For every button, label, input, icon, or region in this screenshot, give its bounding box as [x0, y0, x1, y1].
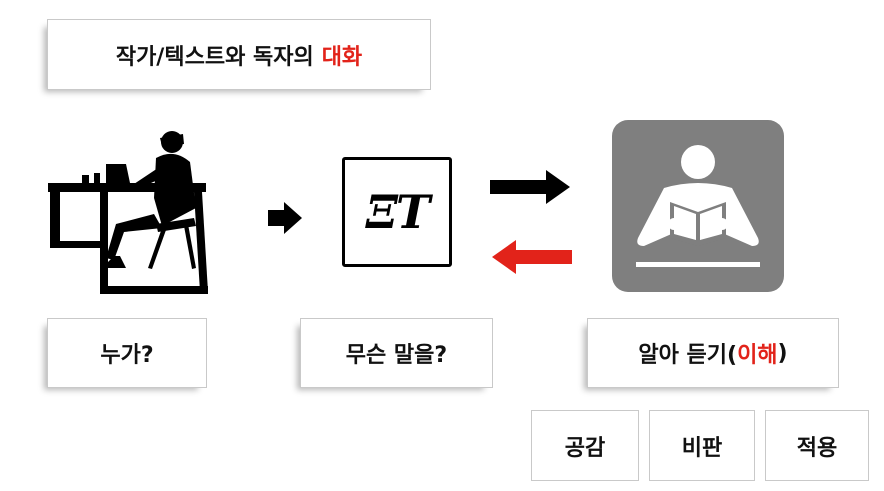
listen-accent: 이해	[737, 343, 778, 368]
what-box: 무슨 말을?	[300, 318, 493, 388]
response-empathy: 공감	[531, 410, 639, 481]
arrow-right-icon	[268, 202, 302, 234]
listen-prefix: 알아 듣기(	[638, 343, 738, 368]
response-application: 적용	[765, 410, 869, 481]
listen-box: 알아 듣기(이해)	[587, 318, 839, 388]
arrow-right-icon	[490, 170, 570, 204]
what-label: 무슨 말을?	[345, 343, 448, 368]
text-logo-label: ΞT	[365, 185, 431, 239]
title-main: 작가/텍스트와 독자의	[115, 44, 314, 70]
title-box: 작가/텍스트와 독자의 대화	[47, 19, 431, 90]
response-critique: 비판	[649, 410, 755, 481]
text-logo-icon: ΞT	[342, 157, 452, 267]
listen-suffix: )	[777, 340, 788, 366]
response-label: 비판	[681, 435, 723, 461]
who-label: 누가?	[100, 343, 154, 368]
writer-silhouette-icon	[48, 131, 208, 294]
reader-icon	[612, 120, 784, 292]
title-accent: 대화	[321, 44, 363, 70]
response-label: 적용	[796, 435, 838, 461]
who-box: 누가?	[47, 318, 207, 388]
response-label: 공감	[564, 435, 606, 461]
arrow-left-icon	[492, 240, 572, 274]
